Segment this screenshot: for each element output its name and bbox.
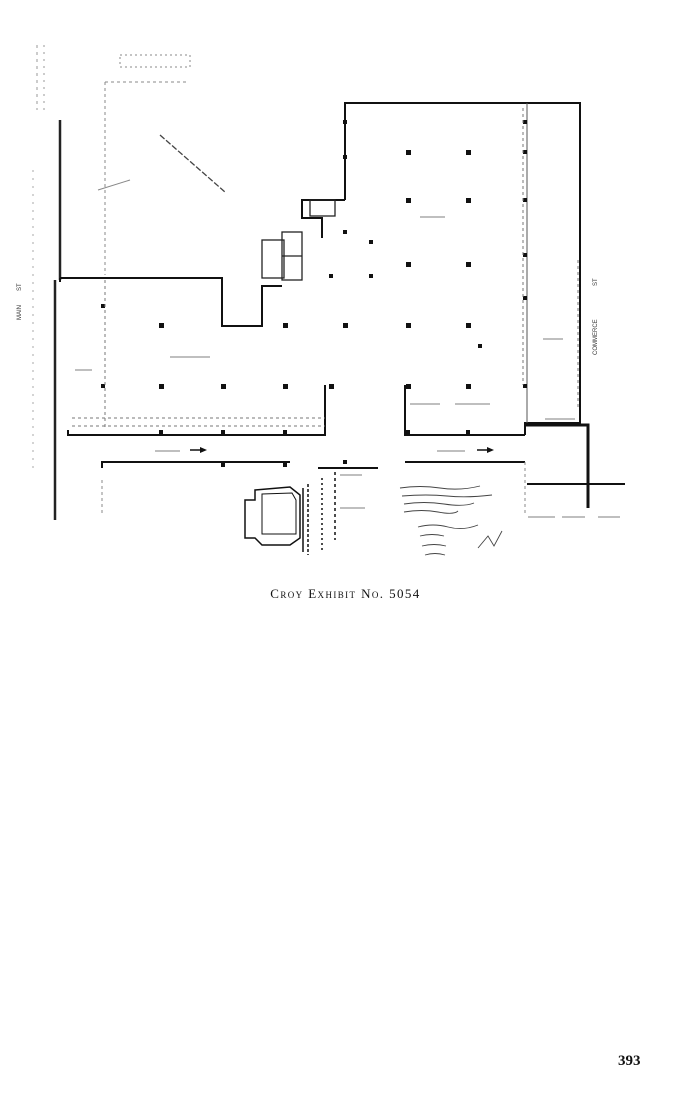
floor-plan-drawing: MAIN ST COMMERCE ST xyxy=(17,45,625,556)
ramp-arrow xyxy=(190,447,494,453)
page-number: 393 xyxy=(618,1053,641,1069)
diagonal-ramp-line xyxy=(159,134,226,193)
dashed-lot-outline xyxy=(101,54,191,515)
street-label-commerce-suffix: ST xyxy=(593,278,599,286)
street-label-commerce: COMMERCE xyxy=(593,319,599,355)
street-label-main-suffix: ST xyxy=(17,283,23,291)
entry-mark xyxy=(97,179,131,191)
street-label-main: MAIN xyxy=(17,305,23,320)
main-street-edge xyxy=(32,45,62,520)
stair-core xyxy=(261,199,336,281)
building-outline xyxy=(59,102,590,508)
interior-dashed-lines xyxy=(72,108,579,430)
ramp-lane xyxy=(101,461,625,515)
handwritten-notes xyxy=(399,485,503,556)
lower-structure xyxy=(244,472,336,555)
exhibit-caption: Croy Exhibit No. 5054 xyxy=(270,586,421,601)
illegible-small-print xyxy=(75,216,620,518)
column-grid xyxy=(101,120,527,467)
